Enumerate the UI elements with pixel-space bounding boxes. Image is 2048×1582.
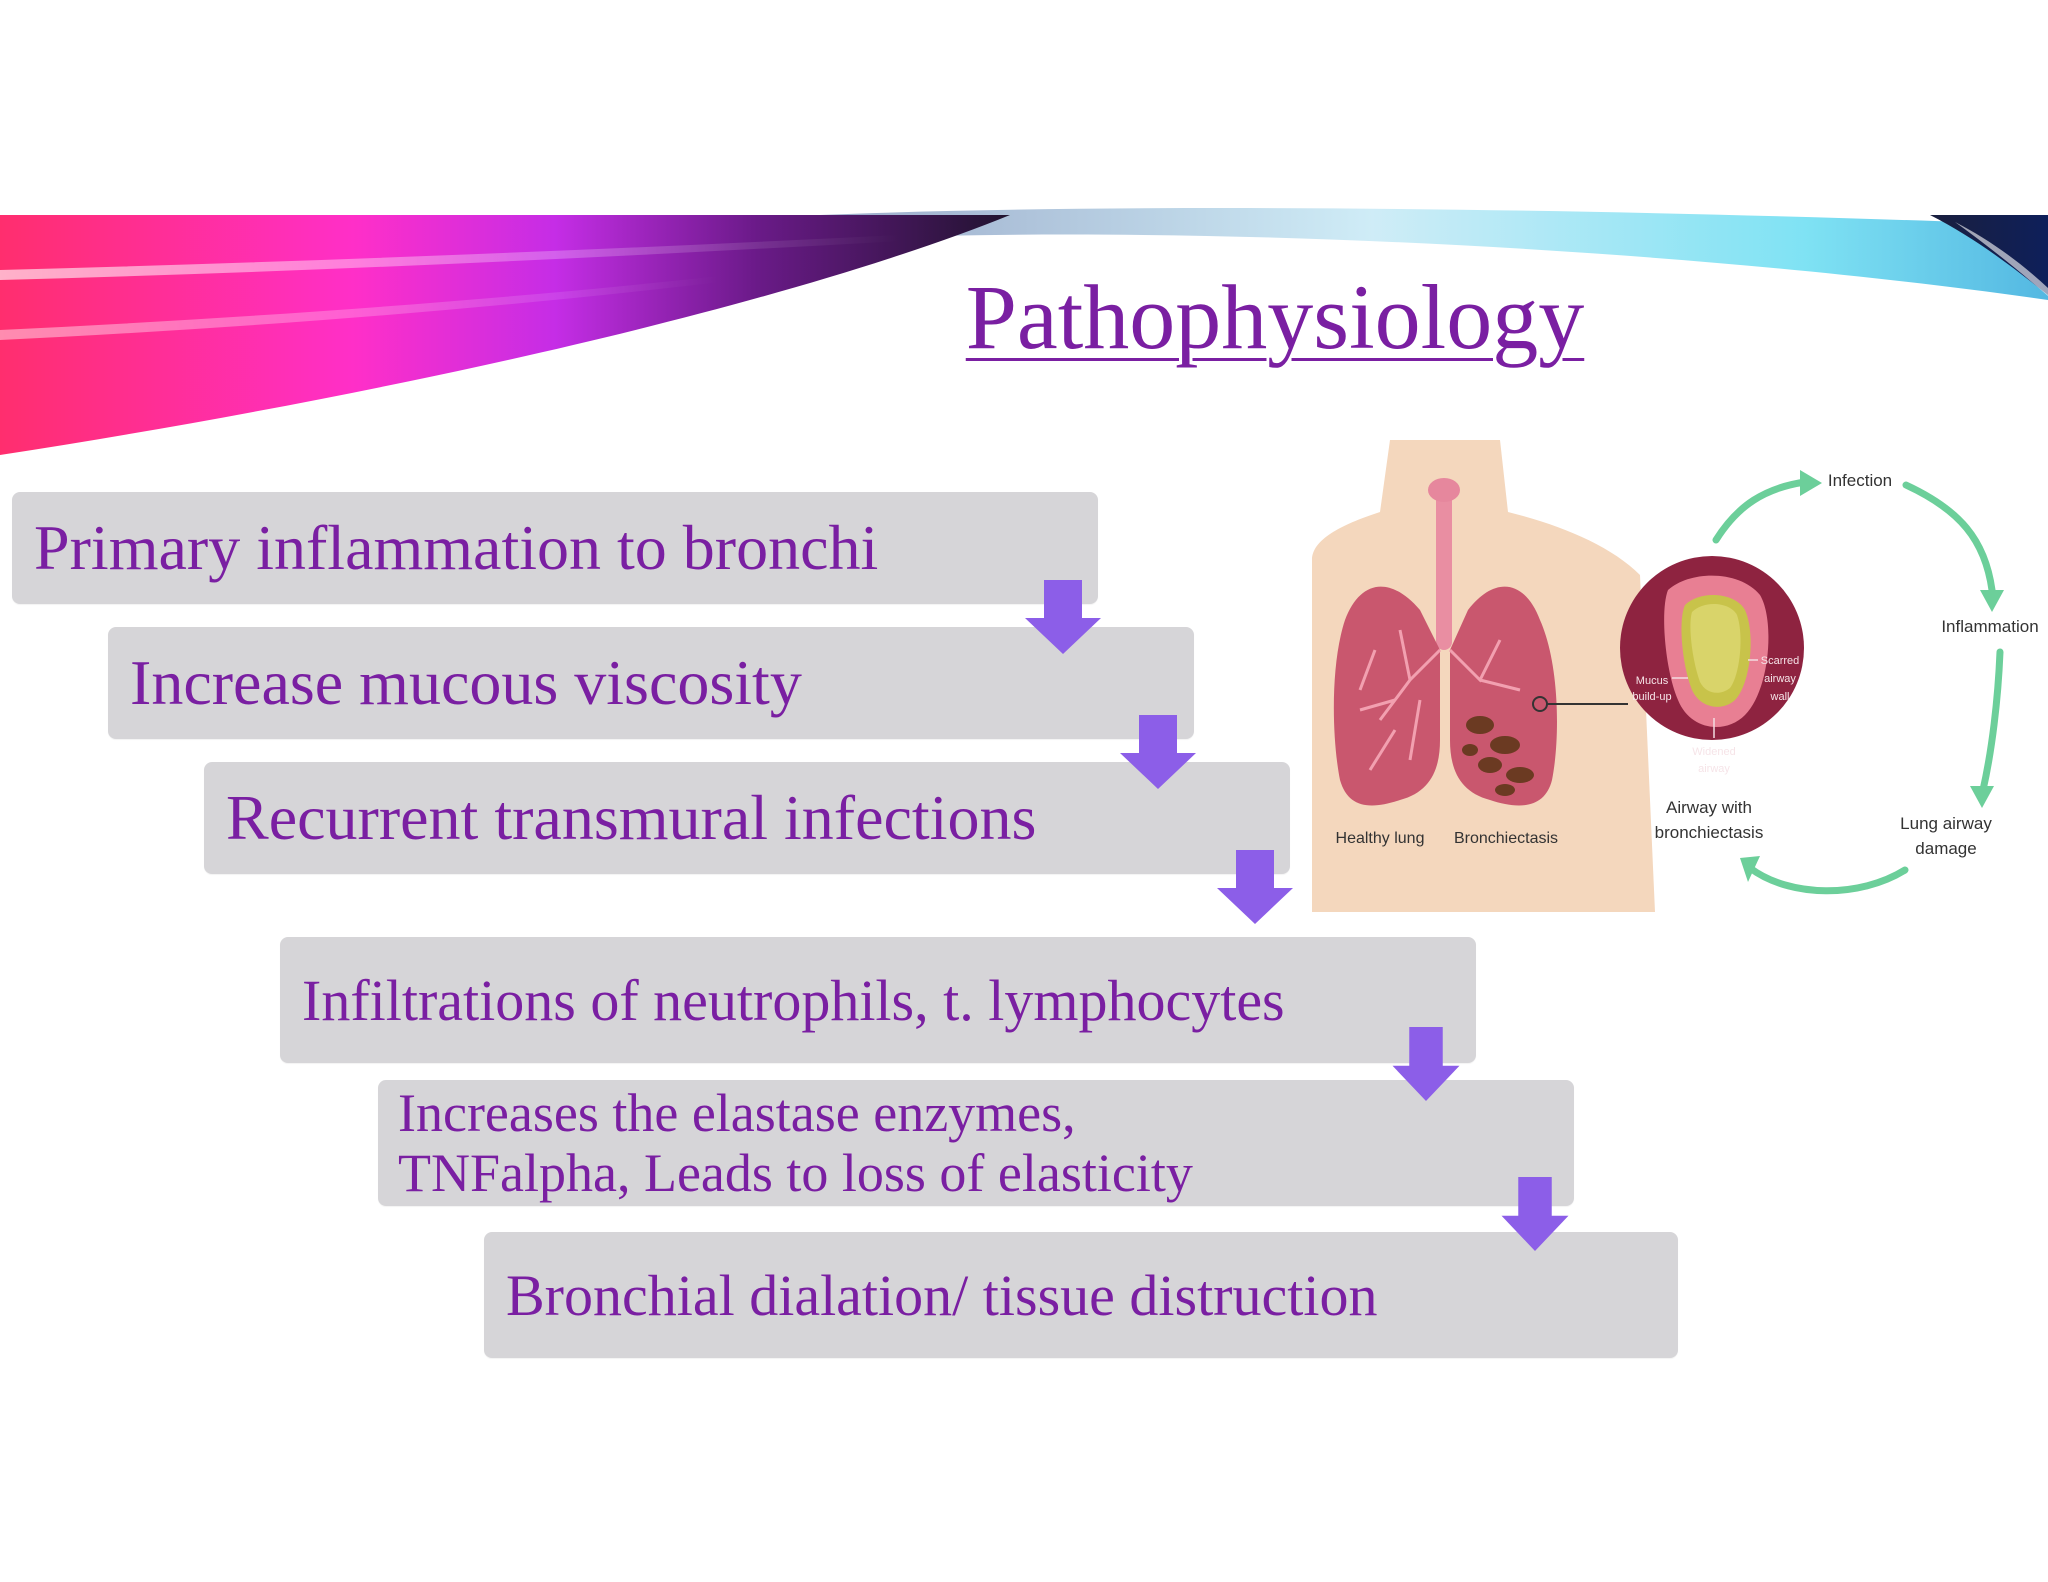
down-arrow-icon [1217,850,1293,924]
flow-step-4: Infiltrations of neutrophils, t. lymphoc… [280,937,1476,1063]
flow-step-5-line1: Increases the elastase enzymes, [398,1083,1076,1143]
label-bronchiectasis: Bronchiectasis [1454,830,1558,847]
down-arrow-icon [1501,1177,1569,1251]
label-scarred-2: airway [1764,673,1796,685]
label-mucus-2: build-up [1632,691,1671,703]
flow-step-4-text: Infiltrations of neutrophils, t. lymphoc… [302,967,1285,1033]
flow-step-1: Primary inflammation to bronchi [12,492,1098,604]
down-arrow-icon [1025,580,1101,654]
flow-step-6: Bronchial dialation/ tissue distruction [484,1232,1678,1358]
healthy-lung [1333,586,1440,806]
banner-swoosh [0,208,2048,455]
flow-step-2: Increase mucous viscosity [108,627,1194,739]
label-widened-1: Widened [1692,746,1735,758]
label-scarred-3: wall [1770,691,1790,703]
flow-step-3-text: Recurrent transmural infections [226,782,1037,853]
label-healthy-lung: Healthy lung [1336,830,1425,847]
flow-step-6-text: Bronchial dialation/ tissue distruction [506,1262,1378,1328]
label-scarred-1: Scarred [1761,655,1800,667]
flow-step-2-text: Increase mucous viscosity [130,647,802,718]
label-mucus-1: Mucus [1636,675,1669,687]
label-lung-airway-damage-2: damage [1915,839,1976,858]
flow-step-5-line2: TNFalpha, Leads to loss of elasticity [398,1143,1193,1203]
flow-step-3: Recurrent transmural infections [204,762,1290,874]
label-inflammation: Inflammation [1941,617,2038,636]
label-widened-2: airway [1698,763,1730,775]
label-infection: Infection [1828,471,1892,490]
label-airway-with-2: bronchiectasis [1655,823,1764,842]
bronchiectasis-illustration: Healthy lung Bronchiectasis Airway with … [1312,440,2039,912]
slide-title: Pathophysiology [965,266,1585,368]
flow-step-5: Increases the elastase enzymes, TNFalpha… [378,1080,1574,1206]
down-arrow-icon [1392,1027,1460,1101]
label-lung-airway-damage-1: Lung airway [1900,814,1992,833]
label-airway-with-1: Airway with [1666,798,1752,817]
down-arrow-icon [1120,715,1196,789]
flow-step-1-text: Primary inflammation to bronchi [34,512,879,583]
